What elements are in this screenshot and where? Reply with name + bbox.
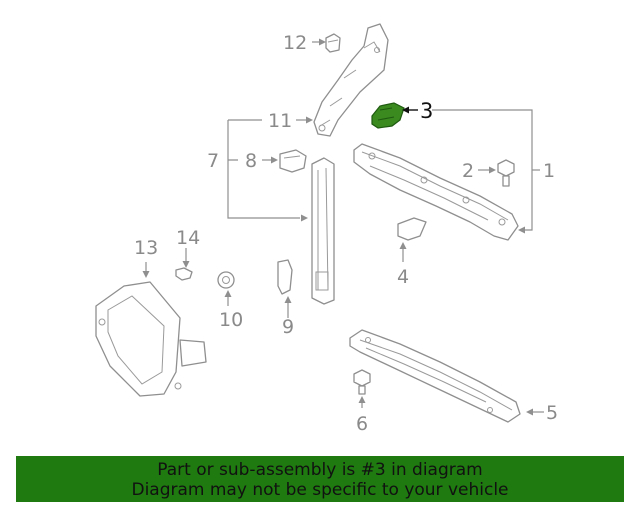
callout-3: 3 bbox=[420, 99, 433, 123]
part-2-bolt[interactable] bbox=[497, 159, 515, 187]
part-12-clip[interactable] bbox=[325, 33, 341, 53]
callout-1: 1 bbox=[543, 160, 555, 182]
part-11-upper-bracket[interactable] bbox=[313, 23, 389, 137]
part-13-sensor-module[interactable] bbox=[95, 281, 207, 397]
part-10-nut[interactable] bbox=[217, 271, 235, 289]
callout-10: 10 bbox=[219, 309, 243, 331]
callout-8: 8 bbox=[245, 150, 257, 172]
callout-12: 12 bbox=[283, 32, 307, 54]
callout-14: 14 bbox=[176, 227, 200, 249]
banner-line-2: Diagram may not be specific to your vehi… bbox=[131, 480, 509, 500]
callout-6: 6 bbox=[356, 413, 368, 435]
part-9-bracket[interactable] bbox=[277, 259, 293, 295]
callout-7: 7 bbox=[207, 150, 219, 172]
part-6-bolt[interactable] bbox=[353, 369, 371, 395]
part-14-bolt[interactable] bbox=[175, 267, 193, 281]
banner-line-1: Part or sub-assembly is #3 in diagram bbox=[157, 460, 483, 480]
info-banner: Part or sub-assembly is #3 in diagram Di… bbox=[16, 456, 624, 502]
part-8-bracket[interactable] bbox=[279, 149, 307, 173]
callout-11: 11 bbox=[268, 110, 292, 132]
part-5-lower-support[interactable] bbox=[349, 329, 521, 423]
callout-13: 13 bbox=[134, 237, 158, 259]
callout-2: 2 bbox=[462, 160, 474, 182]
part-1-radiator-support[interactable] bbox=[353, 143, 519, 241]
part-7-vertical-support[interactable] bbox=[311, 157, 335, 305]
part-4-bracket[interactable] bbox=[397, 217, 427, 241]
callout-4: 4 bbox=[397, 266, 409, 288]
callout-9: 9 bbox=[282, 316, 294, 338]
parts-diagram: 12 11 3 1 2 8 bbox=[95, 23, 558, 435]
callout-5: 5 bbox=[546, 402, 558, 424]
part-3-highlighted-bracket[interactable] bbox=[371, 102, 405, 129]
